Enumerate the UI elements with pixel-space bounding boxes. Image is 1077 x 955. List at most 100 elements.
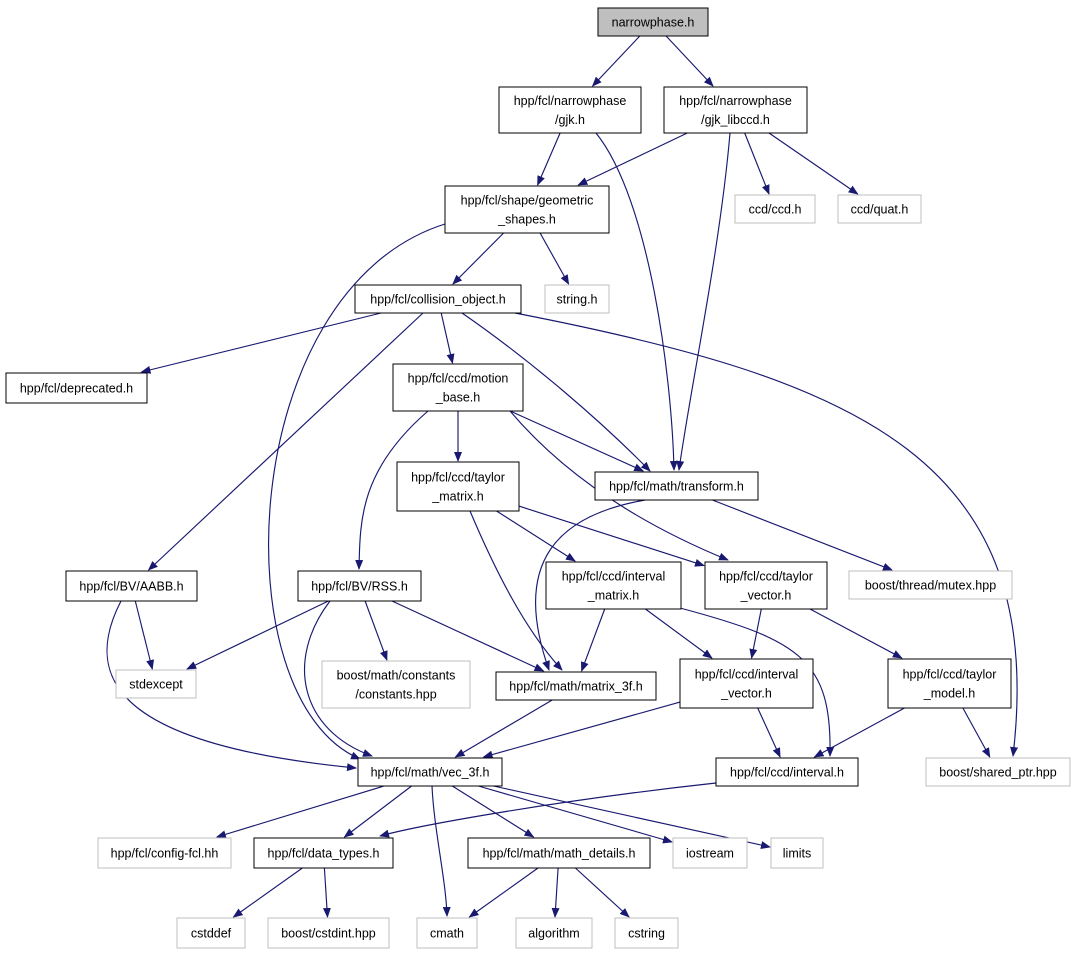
- edge-interval_matrix-to-interval_vector: [645, 608, 713, 659]
- node-cstring: cstring: [614, 917, 679, 949]
- edge-gjk_libccd-to-ccd: [744, 132, 770, 195]
- node-box: [594, 471, 759, 501]
- node-stdexcept: stdexcept: [115, 669, 197, 699]
- node-label: hpp/fcl/BV/RSS.h: [311, 580, 408, 594]
- node-label: /gjk.h: [555, 113, 585, 127]
- node-label: _vector.h: [740, 589, 792, 603]
- node-label: hpp/fcl/ccd/interval: [562, 570, 666, 584]
- node-label: hpp/fcl/narrowphase: [514, 94, 627, 108]
- node-label: string.h: [557, 293, 598, 307]
- node-taylor_vector[interactable]: hpp/fcl/ccd/taylor _vector.h: [704, 561, 828, 610]
- node-label: hpp/fcl/ccd/taylor: [719, 570, 813, 584]
- node-taylor_model[interactable]: hpp/fcl/ccd/taylor_model.h: [887, 658, 1012, 709]
- edge-geometric_shapes-to-vec_3f: [267, 223, 446, 760]
- node-narrowphase[interactable]: narrowphase.h: [597, 7, 709, 37]
- node-box: [715, 757, 859, 787]
- edge-taylor_model-to-interval: [813, 707, 905, 758]
- node-data_types[interactable]: hpp/fcl/data_types.h: [253, 837, 394, 869]
- edge-taylor_vector-to-interval_vector: [749, 608, 762, 659]
- edge-data_types-to-cstddef: [232, 867, 303, 918]
- node-ccd: ccd/ccd.h: [734, 194, 816, 224]
- node-box: [770, 837, 824, 869]
- node-label: /constants.hpp: [355, 688, 436, 702]
- node-rss[interactable]: hpp/fcl/BV/RSS.h: [297, 570, 422, 602]
- node-gjk_libccd[interactable]: hpp/fcl/narrowphase/gjk_libccd.h: [663, 86, 808, 134]
- node-label: _matrix.h: [431, 490, 483, 504]
- node-cstddef: cstddef: [176, 917, 246, 949]
- node-motion_base[interactable]: hpp/fcl/ccd/motion_base.h: [392, 363, 524, 412]
- edge-gjk_libccd-to-quat: [768, 132, 859, 195]
- node-box: [321, 660, 471, 709]
- node-math_details[interactable]: hpp/fcl/math/math_details.h: [467, 837, 651, 869]
- node-label: hpp/fcl/deprecated.h: [20, 382, 133, 396]
- edge-collision_object-to-deprecated: [140, 312, 382, 374]
- node-label: hpp/fcl/narrowphase: [679, 94, 792, 108]
- node-algorithm: algorithm: [515, 917, 593, 949]
- edge-gjk-to-geometric_shapes: [537, 132, 561, 186]
- edge-gjk_libccd-to-transform: [676, 132, 731, 471]
- node-cmath: cmath: [416, 917, 478, 949]
- node-interval_matrix[interactable]: hpp/fcl/ccd/interval _matrix.h: [545, 561, 682, 610]
- edge-data_types-to-cstdint: [322, 867, 331, 918]
- node-label: hpp/fcl/collision_object.h: [370, 293, 506, 307]
- node-aabb[interactable]: hpp/fcl/BV/AABB.h: [65, 570, 198, 602]
- edge-aabb-to-vec_3f: [106, 600, 357, 772]
- node-label: _model.h: [923, 687, 975, 701]
- node-box: [704, 561, 828, 610]
- node-mutex: boost/thread/mutex.hpp: [848, 570, 1013, 600]
- node-label: limits: [783, 847, 811, 861]
- node-geometric_shapes[interactable]: hpp/fcl/shape/geometric _shapes.h: [444, 185, 610, 234]
- node-deprecated[interactable]: hpp/fcl/deprecated.h: [5, 372, 148, 404]
- node-label: _shapes.h: [497, 213, 556, 227]
- node-label: hpp/fcl/BV/AABB.h: [79, 580, 183, 594]
- node-box: [5, 372, 148, 404]
- node-label: hpp/fcl/shape/geometric: [461, 194, 594, 208]
- edge-collision_object-to-transform: [461, 312, 651, 472]
- edge-interval_vector-to-vec_3f: [482, 701, 681, 759]
- edge-rss-to-stdexcept: [186, 600, 329, 670]
- node-label: hpp/fcl/config-fcl.hh: [111, 847, 219, 861]
- node-interval[interactable]: hpp/fcl/ccd/interval.h: [715, 757, 859, 787]
- node-box: [392, 363, 524, 412]
- edge-vec_3f-to-cmath: [431, 785, 451, 917]
- edge-taylor_matrix-to-taylor_vector: [518, 505, 705, 567]
- node-label: narrowphase.h: [612, 16, 695, 30]
- node-box: [354, 284, 522, 314]
- node-transform[interactable]: hpp/fcl/math/transform.h: [594, 471, 759, 501]
- node-label: cstring: [628, 927, 665, 941]
- node-label: _vector.h: [720, 687, 772, 701]
- node-box: [416, 917, 478, 949]
- node-box: [498, 86, 642, 134]
- node-collision_object[interactable]: hpp/fcl/collision_object.h: [354, 284, 522, 314]
- edge-narrowphase-to-gjk: [591, 35, 641, 87]
- edge-taylor_model-to-shared_ptr: [962, 707, 991, 758]
- node-label: algorithm: [528, 927, 579, 941]
- node-label: hpp/fcl/ccd/interval.h: [730, 766, 844, 780]
- node-label: hpp/fcl/math/math_details.h: [483, 847, 636, 861]
- node-string: string.h: [544, 284, 610, 314]
- node-quat: ccd/quat.h: [837, 194, 922, 224]
- node-label: hpp/fcl/math/matrix_3f.h: [509, 680, 642, 694]
- node-box: [65, 570, 198, 602]
- node-matrix_3f[interactable]: hpp/fcl/math/matrix_3f.h: [495, 671, 657, 701]
- node-interval_vector[interactable]: hpp/fcl/ccd/interval_vector.h: [679, 658, 814, 709]
- edge-interval_matrix-to-interval: [679, 607, 835, 757]
- node-box: [253, 837, 394, 869]
- node-label: boost/math/constants: [337, 669, 456, 683]
- node-taylor_matrix[interactable]: hpp/fcl/ccd/taylor_matrix.h: [396, 461, 520, 512]
- edge-interval_matrix-to-matrix_3f: [580, 608, 606, 672]
- edge-vec_3f-to-math_details: [451, 785, 535, 838]
- edge-transform-to-matrix_3f: [534, 499, 646, 671]
- edge-aabb-to-stdexcept: [134, 600, 154, 670]
- node-label: cmath: [430, 927, 464, 941]
- edge-taylor_vector-to-taylor_model: [809, 608, 903, 659]
- node-box: [97, 837, 232, 869]
- node-vec_3f[interactable]: hpp/fcl/math/vec_3f.h: [357, 757, 503, 787]
- edge-rss-to-matrix_3f: [391, 600, 545, 672]
- node-label: stdexcept: [129, 678, 183, 692]
- node-label: _matrix.h: [587, 589, 639, 603]
- node-box: [545, 561, 682, 610]
- node-gjk[interactable]: hpp/fcl/narrowphase/gjk.h: [498, 86, 642, 134]
- edge-rss-to-constants: [364, 600, 388, 661]
